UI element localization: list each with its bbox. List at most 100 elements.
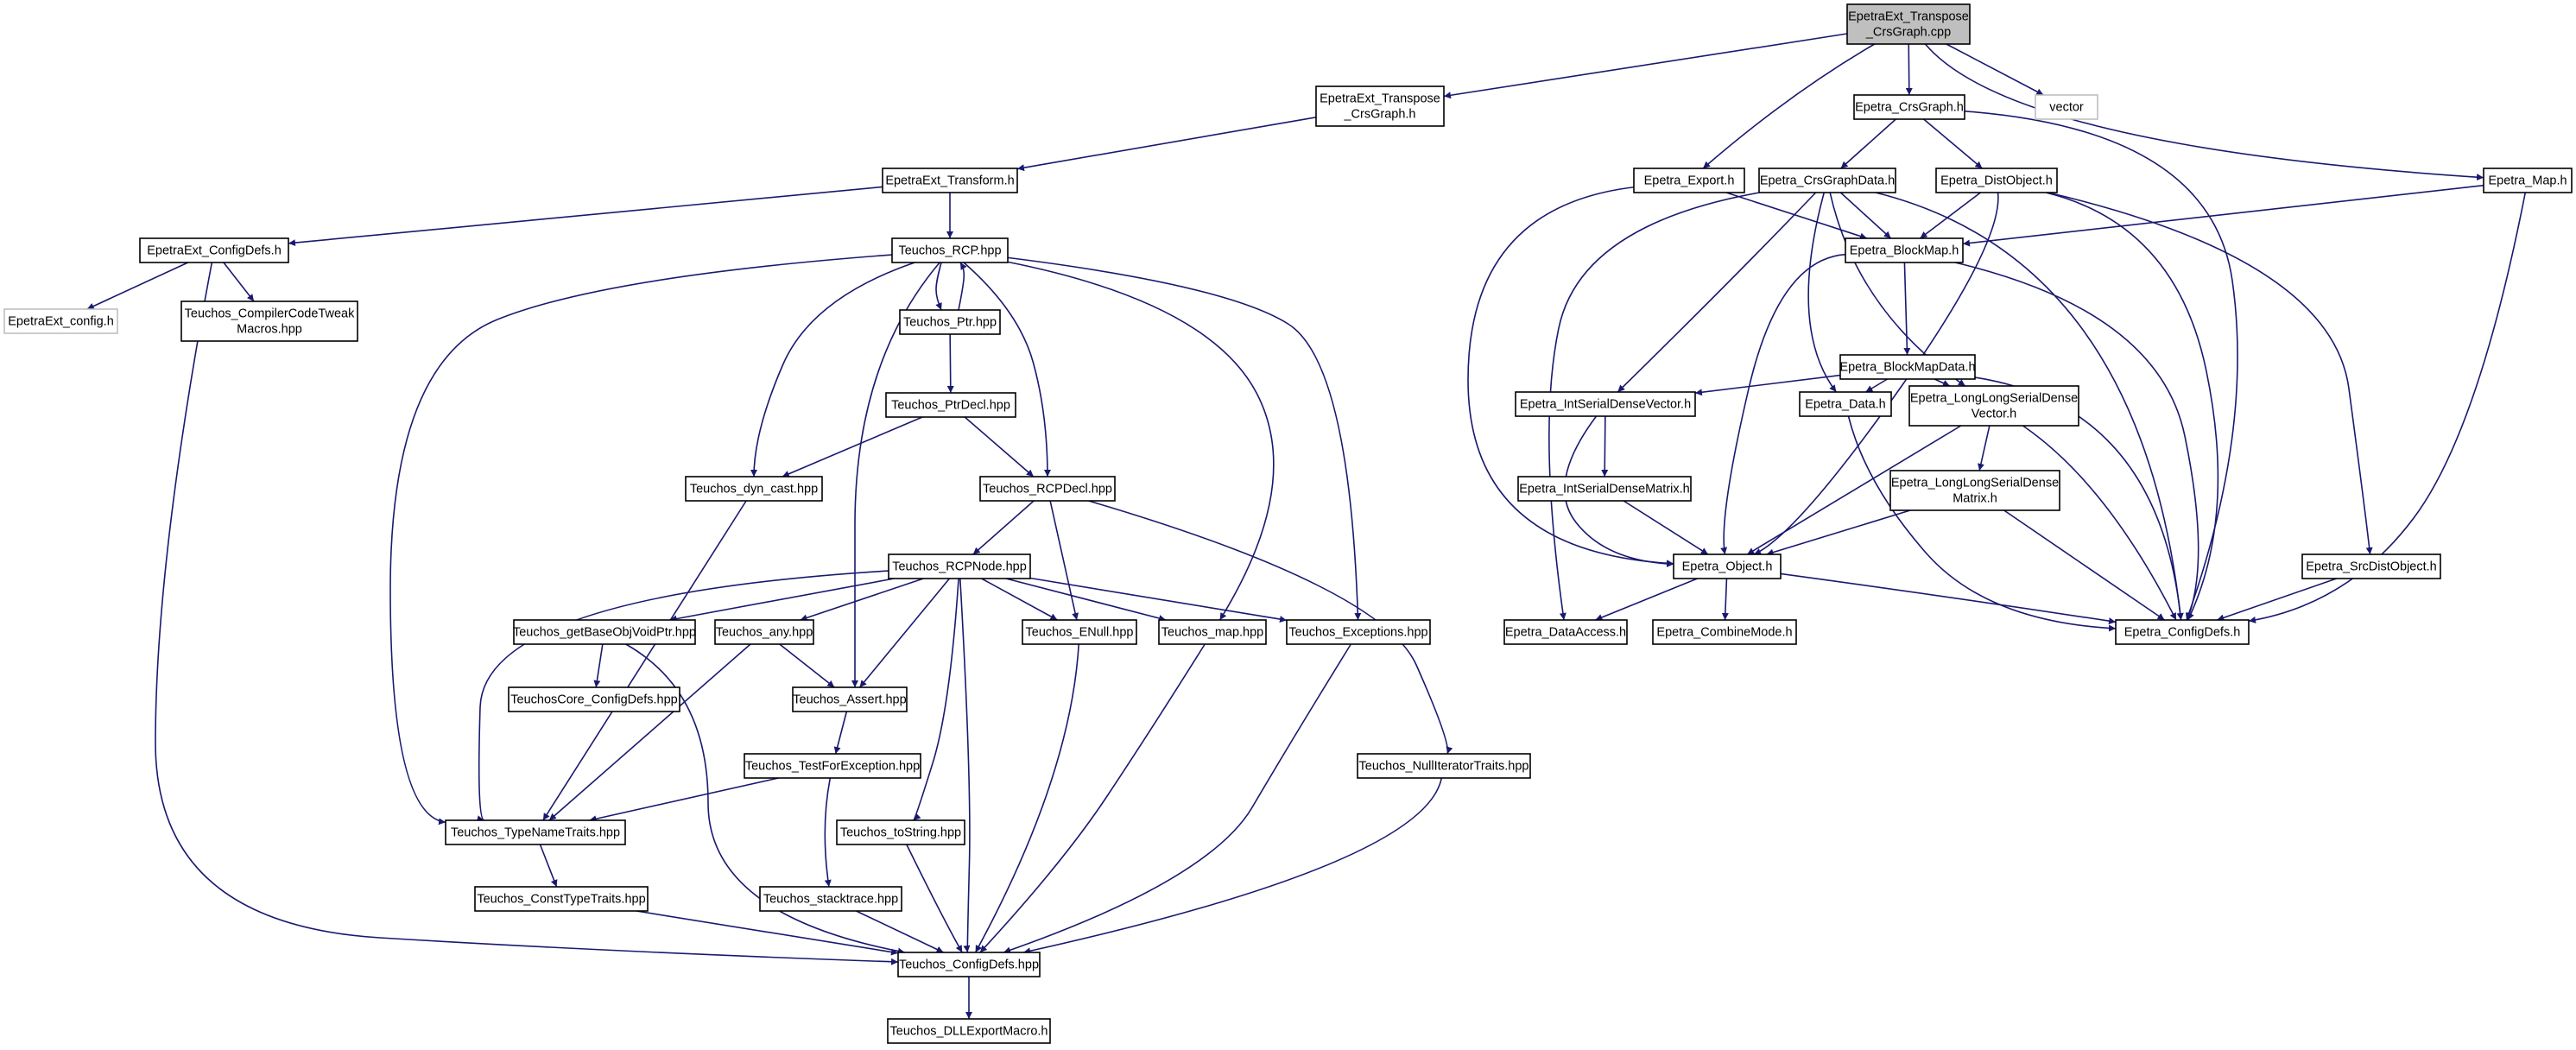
node-t_rcp[interactable]: Teuchos_RCP.hpp <box>891 237 1009 263</box>
edge-e_distobject-to-e_srcdist <box>2048 192 2373 555</box>
node-e_data[interactable]: Epetra_Data.h <box>1799 391 1892 417</box>
node-label: Teuchos_getBaseObjVoidPtr.hpp <box>513 626 696 640</box>
edge-ext_transform-to-ext_configdefs <box>288 186 883 247</box>
node-label: Teuchos_RCPNode.hpp <box>892 560 1027 574</box>
node-e_crsgraphdata[interactable]: Epetra_CrsGraphData.h <box>1758 168 1896 193</box>
node-e_combine[interactable]: Epetra_CombineMode.h <box>1652 619 1797 645</box>
node-box <box>2483 168 2573 193</box>
node-box <box>885 392 1016 418</box>
node-e_srcdist[interactable]: Epetra_SrcDistObject.h <box>2301 553 2441 579</box>
edge-e_object-to-e_configdefs <box>1780 572 2117 625</box>
edge-e_blockmapdata-to-e_data <box>1865 378 1888 393</box>
node-label: EpetraExt_ConfigDefs.h <box>147 244 282 258</box>
node-box <box>887 1018 1051 1044</box>
node-label: Teuchos_toString.hpp <box>840 826 961 840</box>
node-t_stacktrace[interactable]: Teuchos_stacktrace.hpp <box>759 886 902 912</box>
node-t_exceptions[interactable]: Teuchos_Exceptions.hpp <box>1286 619 1431 645</box>
node-box <box>897 952 1041 977</box>
node-box <box>685 476 823 502</box>
node-e_intmat[interactable]: Epetra_IntSerialDenseMatrix.h <box>1517 476 1692 502</box>
edge-t_ptrdecl-to-t_rcpdecl <box>964 416 1035 478</box>
node-e_configdefs[interactable]: Epetra_ConfigDefs.h <box>2115 619 2250 645</box>
edge-e_blockmap-to-e_configdefs <box>1954 262 2199 621</box>
node-e_crsgraph[interactable]: Epetra_CrsGraph.h <box>1853 94 1965 120</box>
edge-t_map-to-t_configdefs <box>979 643 1206 953</box>
node-label: Teuchos_PtrDecl.hpp <box>891 399 1010 413</box>
node-label: Epetra_LongLongSerialDense <box>1910 392 2078 406</box>
edge-t_testforexc-to-t_typename <box>589 777 779 823</box>
node-vector[interactable]: vector <box>2035 94 2098 120</box>
node-label: Epetra_ConfigDefs.h <box>2124 626 2241 640</box>
edge-e_distobject-to-e_configdefs <box>2045 192 2219 621</box>
node-e_distobject[interactable]: Epetra_DistObject.h <box>1935 168 2058 193</box>
node-ext_transpose_h[interactable]: EpetraExt_Transpose_CrsGraph.h <box>1315 85 1445 127</box>
edge-e_crsgraphdata-to-e_data <box>1807 192 1837 393</box>
node-box <box>899 309 1001 335</box>
node-t_configdefs[interactable]: Teuchos_ConfigDefs.hpp <box>897 952 1041 977</box>
edge-e_llvec-to-e_llmat <box>1978 425 1991 471</box>
edge-e_object-to-e_dataaccess <box>1595 578 1698 621</box>
node-label: Teuchos_TypeNameTraits.hpp <box>451 826 620 840</box>
node-label: Epetra_DistObject.h <box>1940 174 2053 188</box>
node-t_dllexport[interactable]: Teuchos_DLLExportMacro.h <box>887 1018 1051 1044</box>
node-t_testforexc[interactable]: Teuchos_TestForException.hpp <box>744 753 921 779</box>
edge-t_rcp-to-t_map <box>1007 261 1275 621</box>
edge-t_testforexc-to-t_stacktrace <box>824 777 832 888</box>
edge-t_exceptions-to-t_configdefs <box>1003 643 1352 954</box>
edge-root-to-vector <box>1946 43 2044 96</box>
node-t_tostring[interactable]: Teuchos_toString.hpp <box>836 819 965 845</box>
node-label: EpetraExt_config.h <box>8 315 114 329</box>
node-box <box>1758 168 1896 193</box>
edge-e_export-to-e_object <box>1467 186 1674 567</box>
node-t_nulliter[interactable]: Teuchos_NullIteratorTraits.hpp <box>1357 753 1531 779</box>
node-box <box>513 619 696 645</box>
node-e_export[interactable]: Epetra_Export.h <box>1633 168 1745 193</box>
node-e_object[interactable]: Epetra_Object.h <box>1673 553 1782 579</box>
node-t_rcpdecl[interactable]: Teuchos_RCPDecl.hpp <box>979 476 1116 502</box>
node-label: Teuchos_stacktrace.hpp <box>763 893 898 907</box>
edge-e_srcdist-to-e_configdefs <box>2217 578 2337 622</box>
node-root[interactable]: EpetraExt_Transpose_CrsGraph.cpp <box>1846 3 1971 45</box>
edge-e_intvec-to-e_intmat <box>1601 415 1609 478</box>
node-t_coreconfig[interactable]: TeuchosCore_ConfigDefs.hpp <box>508 686 680 712</box>
node-t_ptrdecl[interactable]: Teuchos_PtrDecl.hpp <box>885 392 1016 418</box>
node-label: Epetra_Map.h <box>2488 174 2567 188</box>
node-t_dyncast[interactable]: Teuchos_dyn_cast.hpp <box>685 476 823 502</box>
node-label: Teuchos_RCPDecl.hpp <box>983 483 1112 497</box>
node-label: Epetra_LongLongSerialDense <box>1891 477 2059 490</box>
node-t_consttype[interactable]: Teuchos_ConstTypeTraits.hpp <box>474 886 649 912</box>
node-box <box>1889 470 2060 511</box>
node-e_map[interactable]: Epetra_Map.h <box>2483 168 2573 193</box>
node-box <box>1158 619 1267 645</box>
node-e_blockmapdata[interactable]: Epetra_BlockMapData.h <box>1839 354 1976 380</box>
node-label: Teuchos_RCP.hpp <box>898 244 1001 258</box>
edge-e_crsgraphdata-to-e_intvec <box>1617 192 1817 393</box>
node-ext_config[interactable]: EpetraExt_config.h <box>3 308 118 334</box>
edge-e_llmat-to-e_configdefs <box>2003 509 2165 621</box>
edge-e_intmat-to-e_object <box>1623 500 1709 555</box>
node-t_map[interactable]: Teuchos_map.hpp <box>1158 619 1267 645</box>
edge-e_llvec-to-e_configdefs <box>2022 425 2177 621</box>
node-t_ptr[interactable]: Teuchos_Ptr.hpp <box>899 309 1001 335</box>
node-t_any[interactable]: Teuchos_any.hpp <box>714 619 814 645</box>
node-label: Teuchos_DLLExportMacro.h <box>890 1025 1048 1039</box>
node-t_enull[interactable]: Teuchos_ENull.hpp <box>1022 619 1137 645</box>
node-t_assert[interactable]: Teuchos_Assert.hpp <box>792 686 908 712</box>
edge-ext_transpose_h-to-ext_transform <box>1016 116 1317 172</box>
edge-t_rcpdecl-to-t_rcpnode <box>972 500 1035 555</box>
node-ext_configdefs[interactable]: EpetraExt_ConfigDefs.h <box>139 237 289 263</box>
node-t_getbase[interactable]: Teuchos_getBaseObjVoidPtr.hpp <box>513 619 696 645</box>
node-e_blockmap[interactable]: Epetra_BlockMap.h <box>1845 237 1964 263</box>
node-ext_transform[interactable]: EpetraExt_Transform.h <box>882 168 1018 193</box>
node-e_dataaccess[interactable]: Epetra_DataAccess.h <box>1503 619 1628 645</box>
edge-e_blockmap-to-e_object <box>1720 253 1846 555</box>
node-label: Teuchos_Ptr.hpp <box>903 316 997 330</box>
node-t_typename[interactable]: Teuchos_TypeNameTraits.hpp <box>445 819 626 845</box>
node-t_rcpnode[interactable]: Teuchos_RCPNode.hpp <box>888 553 1031 579</box>
node-box <box>2301 553 2441 579</box>
node-e_intvec[interactable]: Epetra_IntSerialDenseVector.h <box>1515 391 1696 417</box>
edge-t_rcpnode-to-t_assert <box>858 578 951 688</box>
